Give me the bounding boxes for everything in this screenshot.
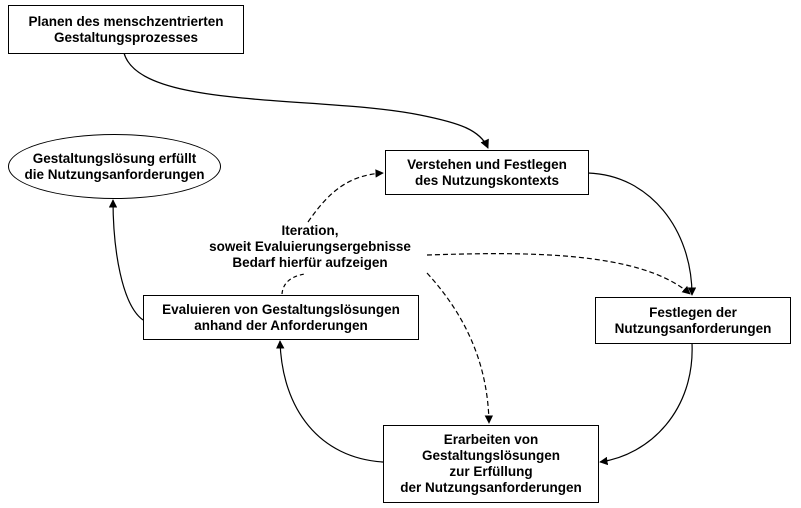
node-context: Verstehen und Festlegen des Nutzungskont… <box>385 150 589 195</box>
iteration-label-line: Bedarf hierfür aufzeigen <box>232 255 388 270</box>
node-plan-line: Planen des menschzentrierten <box>28 13 224 29</box>
node-plan: Planen des menschzentrierten Gestaltungs… <box>8 5 244 54</box>
iteration-label-line: Iteration, <box>281 223 339 238</box>
edge-iteration-to-context <box>307 169 384 223</box>
node-done-line: die Nutzungsanforderungen <box>24 166 205 182</box>
edge-iteration-to-requirements <box>426 253 691 295</box>
node-design-line: Gestaltungslösungen <box>421 448 560 463</box>
edge-iteration-stub <box>281 273 306 295</box>
edge-iteration-to-design <box>426 272 494 424</box>
node-context-line: des Nutzungskontexts <box>414 172 560 188</box>
edge-evaluate-to-done <box>108 199 144 321</box>
node-evaluate: Evaluieren von Gestaltungslösungen anhan… <box>143 295 419 340</box>
node-requirements: Festlegen der Nutzungsanforderungen <box>595 297 791 344</box>
node-evaluate-line: anhand der Anforderungen <box>194 317 368 333</box>
edge-design-to-evaluate <box>276 340 384 463</box>
node-design-line: Erarbeiten von <box>443 432 539 447</box>
node-done-line: Gestaltungslösung erfüllt <box>32 150 197 166</box>
node-plan-line: Gestaltungsprozesses <box>53 29 199 45</box>
edge-plan-to-context <box>123 52 489 149</box>
node-evaluate-line: Evaluieren von Gestaltungslösungen <box>162 301 400 317</box>
node-design: Erarbeiten von Gestaltungslösungen zur E… <box>383 425 599 503</box>
node-context-line: Verstehen und Festlegen <box>407 156 567 172</box>
node-requirements-line: Nutzungsanforderungen <box>614 320 772 336</box>
node-design-line: der Nutzungsanforderungen <box>400 480 582 495</box>
node-design-line: zur Erfüllung <box>449 464 533 479</box>
iteration-label-line: soweit Evaluierungsergebnisse <box>209 239 411 254</box>
edge-requirements-to-design <box>599 342 693 466</box>
iteration-label: Iteration, soweit Evaluierungsergebnisse… <box>180 222 440 272</box>
edge-context-to-requirements <box>587 172 697 296</box>
node-done: Gestaltungslösung erfüllt die Nutzungsan… <box>8 134 221 199</box>
node-requirements-line: Festlegen der <box>649 304 737 320</box>
